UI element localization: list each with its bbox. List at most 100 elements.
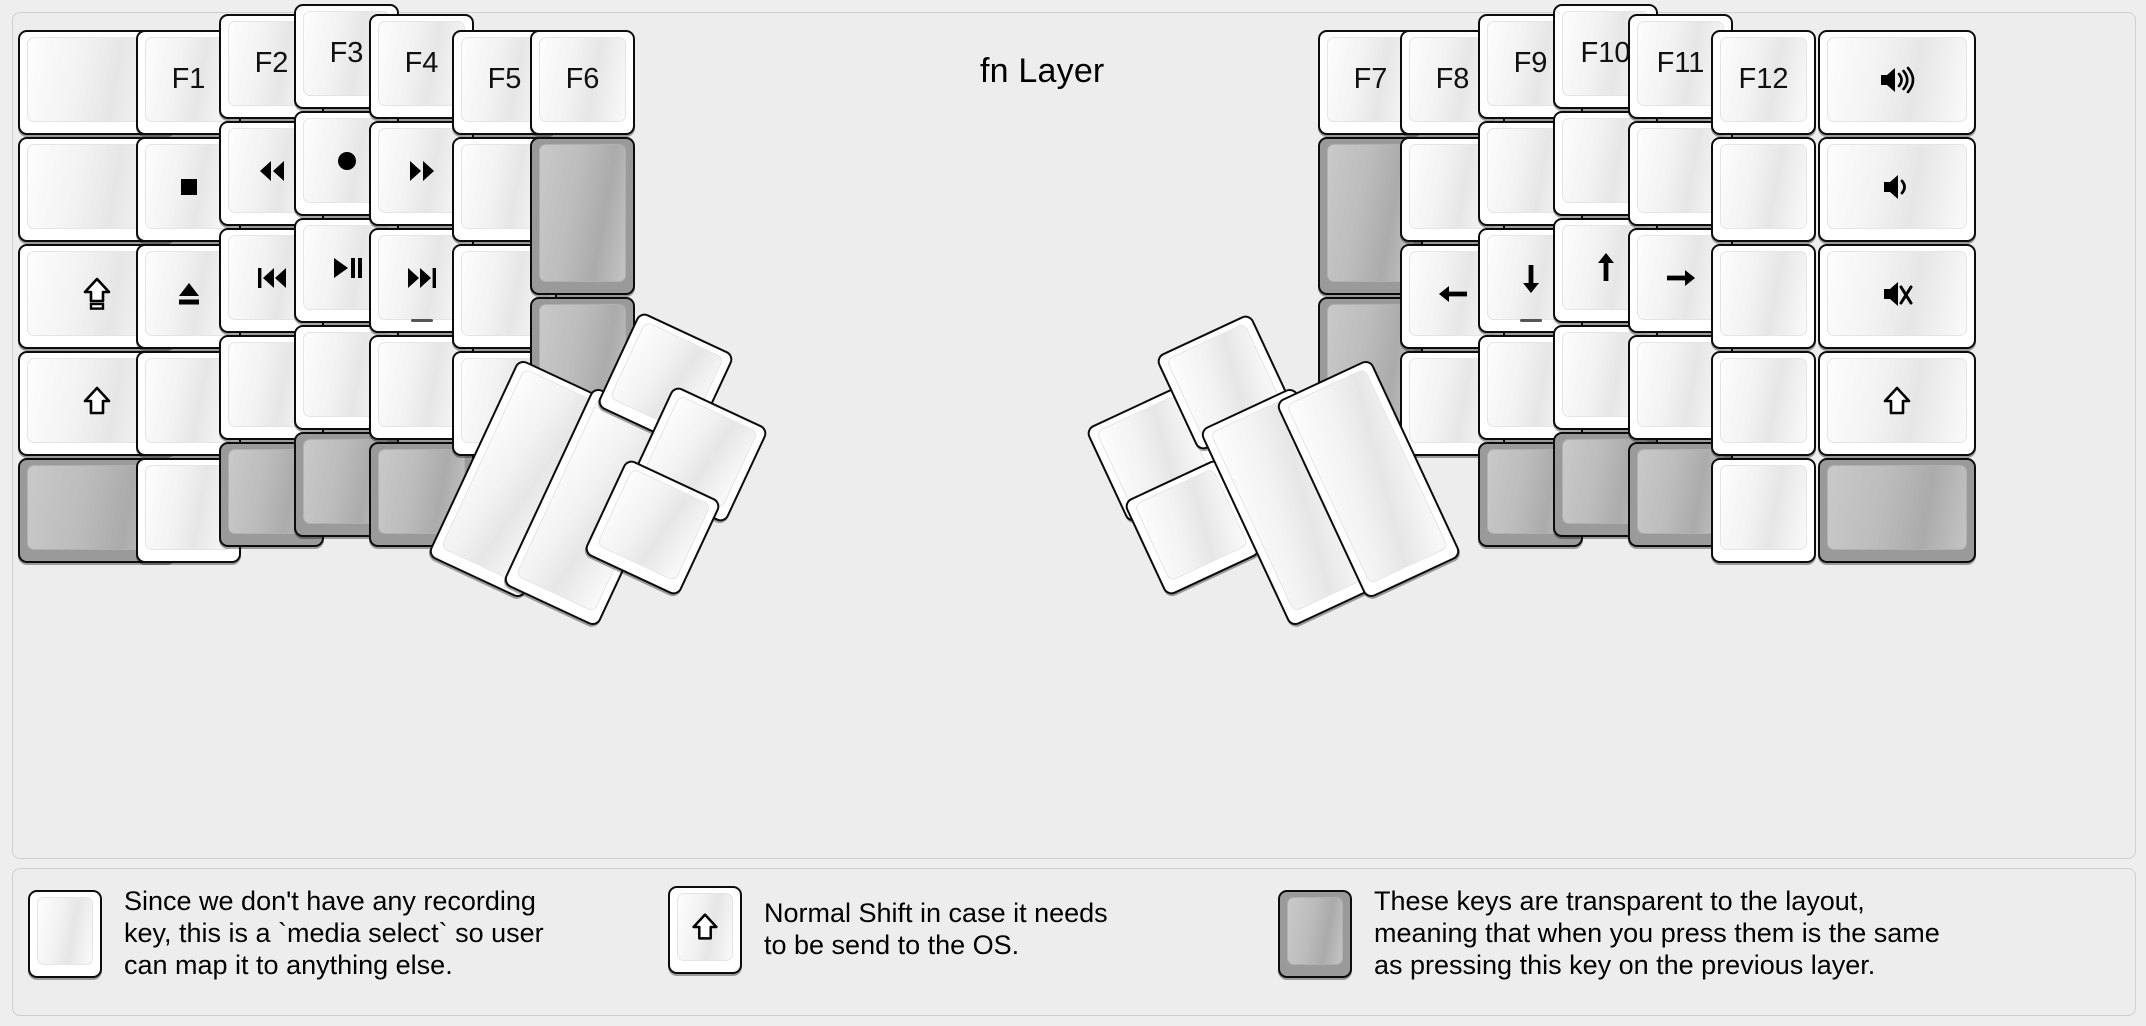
- key-right-c5-r0-f12[interactable]: F12: [1711, 30, 1816, 135]
- keycap-face: [145, 465, 232, 550]
- key-right-c2-r2-arrow-down[interactable]: [1478, 228, 1583, 333]
- keycap-face: [1827, 465, 1967, 550]
- keycap-face: F11: [1637, 21, 1724, 106]
- media-rewind-icon: [259, 160, 284, 181]
- shift-arrow-icon: [1883, 386, 1911, 414]
- keycap-face: [1827, 251, 1967, 336]
- keycap-face: [1327, 144, 1414, 282]
- shift-arrow-icon: [1877, 381, 1917, 421]
- key-right-c6-r1-volume-down[interactable]: [1818, 137, 1976, 242]
- legend-sample-key-1: [668, 886, 742, 974]
- key-left-c6-r0-f6[interactable]: F6: [530, 30, 635, 135]
- media-record-icon: [337, 151, 356, 170]
- media-play-pause-icon: [327, 248, 367, 288]
- keycap-face: [1827, 144, 1967, 229]
- legend-text-0: Since we don't have any recording key, t…: [124, 886, 544, 980]
- key-right-c5-r1-blank[interactable]: [1711, 137, 1816, 242]
- keycap-face: F7: [1327, 37, 1414, 122]
- key-left-c3-r1-media-record[interactable]: [294, 111, 399, 216]
- arrow-right-icon: [1666, 269, 1695, 286]
- media-eject-icon: [169, 274, 209, 314]
- key-label: F2: [254, 47, 289, 79]
- arrow-up-icon: [1597, 252, 1614, 281]
- keycap-face: [1720, 251, 1807, 336]
- keycap-face: [539, 144, 626, 282]
- key-label: F8: [1435, 63, 1470, 95]
- page-title: fn Layer: [980, 52, 1105, 90]
- arrow-down-icon: [1511, 258, 1551, 298]
- volume-down-icon: [1877, 167, 1917, 207]
- keycap-face: [1720, 144, 1807, 229]
- home-row-indicator: [1519, 319, 1542, 322]
- keycap-face: [1637, 235, 1724, 320]
- key-right-c5-r4-blank[interactable]: [1711, 458, 1816, 563]
- key-label: F5: [487, 63, 522, 95]
- legend-sample-key-0: [28, 889, 102, 978]
- keycap-face: [1827, 37, 1967, 122]
- legend-panel: [12, 868, 2136, 1016]
- shift-arrow-icon: [83, 386, 111, 414]
- media-previous-icon: [257, 267, 286, 288]
- keycap-face: [1637, 449, 1724, 534]
- arrow-left-icon: [1433, 274, 1473, 314]
- key-right-c6-r3-shift-arrow[interactable]: [1818, 351, 1976, 456]
- key-label: F10: [1580, 37, 1631, 69]
- key-label: F11: [1656, 47, 1705, 79]
- keycap-face: [378, 128, 465, 213]
- home-row-indicator: [410, 319, 433, 322]
- key-right-c6-r0-volume-up[interactable]: [1818, 30, 1976, 135]
- caps-lock-icon: [83, 277, 111, 310]
- keycap-face: [378, 342, 465, 427]
- arrow-up-icon: [1586, 248, 1626, 288]
- keycap-face: F1: [145, 37, 232, 122]
- key-right-c5-r2-blank[interactable]: [1711, 244, 1816, 349]
- key-label: F4: [404, 47, 439, 79]
- key-right-c4-r2-arrow-right[interactable]: [1628, 228, 1733, 333]
- arrow-left-icon: [1438, 285, 1467, 302]
- keycap-face: F6: [539, 37, 626, 122]
- keycap-face: F4: [378, 21, 465, 106]
- legend-sample-key-2: [1278, 889, 1352, 978]
- media-record-icon: [327, 141, 367, 181]
- media-previous-icon: [252, 258, 292, 298]
- keycap-face: [145, 144, 232, 229]
- media-play-pause-icon: [333, 257, 362, 278]
- keycap-face: [1637, 128, 1724, 213]
- keycap-face: [378, 235, 465, 320]
- keycap-face: [677, 893, 733, 961]
- legend-item-1: Normal Shift in case it needs to be send…: [668, 886, 1164, 974]
- arrow-right-icon: [1661, 258, 1701, 298]
- keycap-face: [1720, 358, 1807, 443]
- key-label: F3: [329, 37, 364, 69]
- volume-mute-icon: [1877, 274, 1917, 314]
- media-next-icon: [402, 258, 442, 298]
- volume-up-icon: [1877, 60, 1917, 100]
- key-left-c6-r1-transparent[interactable]: [530, 137, 635, 295]
- shift-arrow-icon: [692, 913, 718, 940]
- shift-arrow-icon: [686, 908, 724, 946]
- key-label: F9: [1513, 47, 1548, 79]
- keycap-face: [37, 896, 93, 965]
- shift-arrow-icon: [77, 381, 117, 421]
- legend-item-2: These keys are transparent to the layout…: [1278, 886, 2146, 982]
- key-label: F7: [1353, 63, 1388, 95]
- keycap-face: [1827, 358, 1967, 443]
- key-label: F12: [1738, 63, 1789, 95]
- legend-item-0: Since we don't have any recording key, t…: [28, 886, 564, 982]
- key-label: F6: [565, 63, 600, 95]
- legend-text-1: Normal Shift in case it needs to be send…: [764, 898, 1108, 960]
- media-stop-icon: [180, 178, 197, 195]
- key-right-c6-r4-transparent[interactable]: [1818, 458, 1976, 563]
- key-label: F1: [171, 63, 206, 95]
- keycap-face: F12: [1720, 37, 1807, 122]
- caps-lock-icon: [77, 274, 117, 314]
- key-right-c6-r2-volume-mute[interactable]: [1818, 244, 1976, 349]
- keycap-face: [145, 358, 232, 443]
- arrow-down-icon: [1522, 264, 1539, 293]
- media-rewind-icon: [252, 151, 292, 191]
- key-right-c5-r3-blank[interactable]: [1711, 351, 1816, 456]
- keycap-face: [1287, 896, 1343, 965]
- media-fast-forward-icon: [409, 160, 434, 181]
- volume-down-icon: [1884, 174, 1906, 199]
